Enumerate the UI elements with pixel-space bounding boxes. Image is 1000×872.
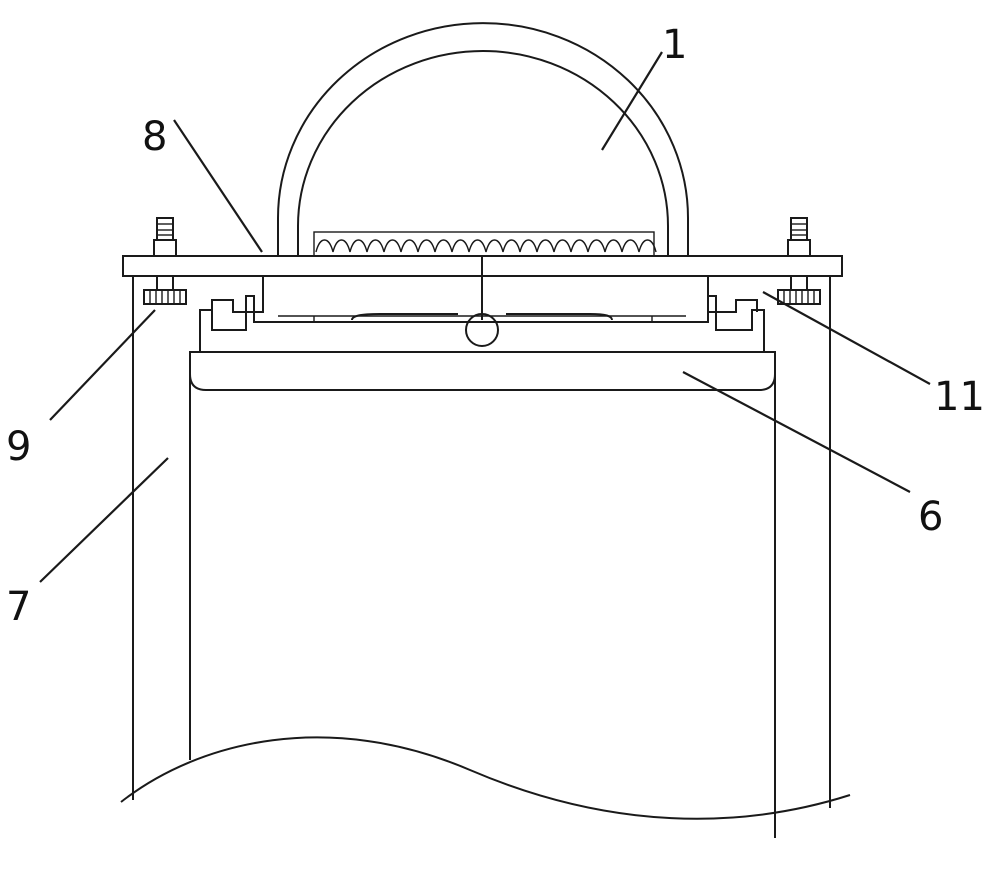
label-1: 1 xyxy=(662,22,687,68)
clamp-plate xyxy=(199,295,765,353)
handle xyxy=(277,22,689,256)
outer-casing xyxy=(120,276,851,820)
stipple-pad xyxy=(189,351,776,391)
leader-lines xyxy=(39,51,931,583)
label-9: 9 xyxy=(6,424,31,470)
right-bolt xyxy=(777,217,821,305)
weld-bead xyxy=(313,231,657,257)
label-6: 6 xyxy=(918,494,943,540)
inner-container xyxy=(189,352,776,838)
left-bolt xyxy=(143,217,187,305)
label-11: 11 xyxy=(934,374,985,420)
left-bracket xyxy=(211,276,264,313)
label-8: 8 xyxy=(142,114,167,160)
label-7: 7 xyxy=(6,584,31,630)
center-rod xyxy=(278,256,686,347)
